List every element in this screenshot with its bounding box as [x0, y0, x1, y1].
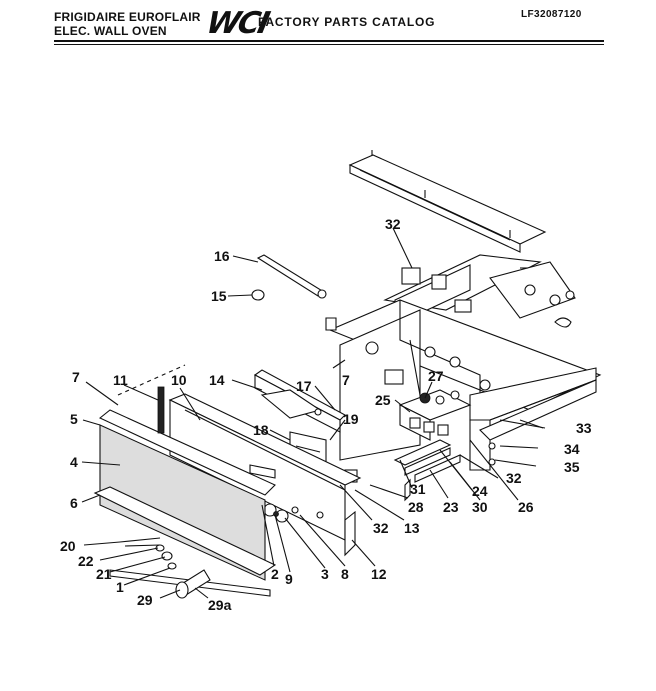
brand-line-1: FRIGIDAIRE EUROFLAIR [54, 10, 201, 24]
terminal-block-assembly [398, 339, 472, 441]
callout-33: 33 [576, 420, 592, 436]
callout-1: 1 [116, 579, 124, 595]
callout-11: 11 [113, 372, 128, 388]
callout-34: 34 [564, 441, 580, 457]
callout-13: 13 [404, 520, 420, 536]
callout-17: 17 [296, 378, 312, 394]
callout-14: 14 [209, 372, 225, 388]
rear-cover-panel [348, 150, 547, 253]
callout-26: 26 [518, 499, 534, 515]
callout-25: 25 [375, 392, 391, 408]
callout-3: 3 [321, 566, 329, 582]
callout-16: 16 [214, 248, 230, 264]
callout-32: 32 [373, 520, 389, 536]
callout-27: 27 [428, 368, 444, 384]
side-plate [344, 510, 356, 557]
callout-32: 32 [506, 470, 522, 486]
callout-22: 22 [78, 553, 94, 569]
callout-29a: 29a [208, 597, 232, 613]
control-panel [168, 393, 362, 541]
callout-labels: 16 15 32 14 17 7 27 25 19 18 33 34 35 32… [60, 216, 592, 613]
callout-29: 29 [137, 592, 153, 608]
catalog-code: LF32087120 [521, 9, 582, 20]
callout-35: 35 [564, 459, 580, 475]
callout-30: 30 [472, 499, 488, 515]
trim-strip [117, 364, 186, 434]
callout-28: 28 [408, 499, 424, 515]
callout-7: 7 [342, 372, 350, 388]
callout-23: 23 [443, 499, 459, 515]
callout-32: 32 [385, 216, 401, 232]
knob-assembly [119, 537, 211, 599]
hinge-rod [251, 254, 337, 331]
header-rule-thick [54, 40, 604, 42]
callout-6: 6 [70, 495, 78, 511]
callout-4: 4 [70, 454, 78, 470]
callout-5: 5 [70, 411, 78, 427]
callout-9: 9 [285, 571, 293, 587]
callout-7: 7 [72, 369, 80, 385]
callout-10: 10 [171, 372, 187, 388]
brand-line-2: ELEC. WALL OVEN [54, 24, 167, 38]
callout-19: 19 [343, 411, 359, 427]
catalog-title: FACTORY PARTS CATALOG [258, 15, 436, 29]
callout-12: 12 [371, 566, 387, 582]
callout-2: 2 [271, 566, 279, 582]
callout-21: 21 [96, 566, 112, 582]
rear-shield-panel [253, 369, 346, 433]
callout-24: 24 [472, 483, 488, 499]
callout-15: 15 [211, 288, 227, 304]
callout-18: 18 [253, 422, 269, 438]
header-rule-thin [54, 44, 604, 45]
callout-31: 31 [410, 481, 426, 497]
callout-8: 8 [341, 566, 349, 582]
leader-lines [81, 227, 544, 599]
callout-20: 20 [60, 538, 76, 554]
